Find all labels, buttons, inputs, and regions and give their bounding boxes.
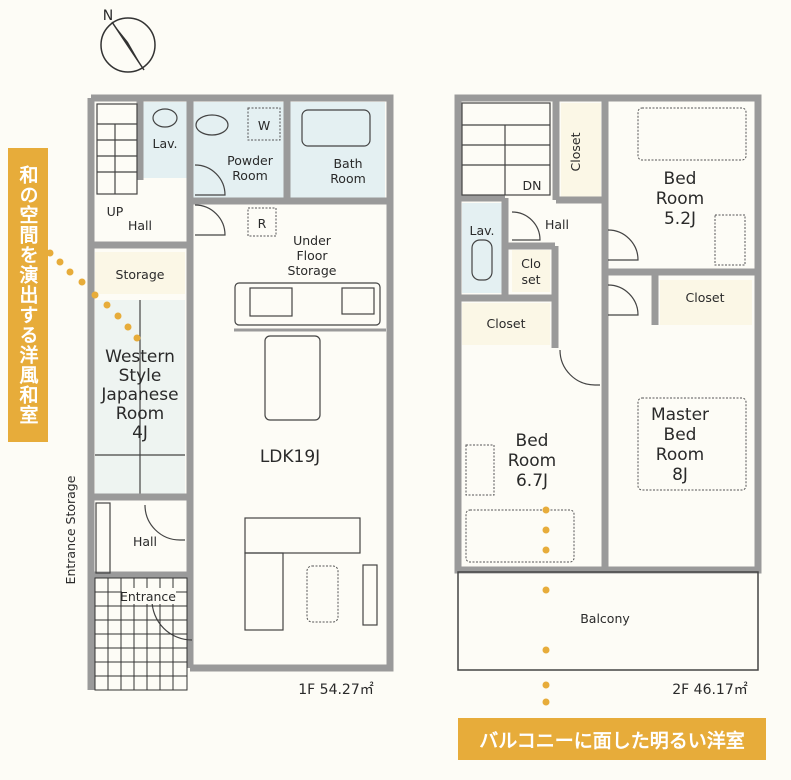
japanese-room-label-4: Room [116,404,164,424]
floor-2: Closet DN Hall Lav. Clo set Closet Close… [454,94,762,698]
bed-icon-1 [637,107,747,161]
door-bed1[interactable] [607,229,639,261]
bed-room-2-label: Bed [516,431,549,451]
stairs-icon-2f [461,102,551,196]
storage-label: Storage [116,267,165,282]
bed-room-2-label-2: Room [508,451,556,471]
bed-room-1-label-2: Room [656,189,704,209]
master-bed-room-label-3: Room [656,445,704,465]
door-master[interactable] [607,284,639,316]
under-floor-storage-label-2: Floor [296,248,328,263]
stairs-dn-label: DN [523,178,542,193]
japanese-room-label-3: Japanese [100,385,178,405]
bed-room-1-size: 5.2J [664,209,696,229]
callout-leader-dots [46,249,550,706]
bath-room-label-2: Room [330,171,366,186]
fridge-icon [247,207,277,237]
japanese-room-label: Western [105,347,175,367]
floor1-area-label: 1F 54.27㎡ [298,682,374,698]
toilet-icon-2f [471,239,493,281]
entrance-label: Entrance [120,589,176,604]
sink-icon [195,114,229,136]
desk-icon-2 [465,444,495,496]
hall-label-1f-top: Hall [128,218,152,233]
floor2-area-label: 2F 46.17㎡ [672,682,748,698]
master-bed-room-label: Master [651,405,709,425]
door-ldk[interactable] [194,204,226,236]
under-floor-storage-label-3: Storage [288,263,337,278]
balcony-area [457,571,759,671]
fridge-label: R [258,216,267,231]
closet-small-label-2: set [521,272,540,287]
stairs-icon [96,103,138,195]
stairs-up-label: UP [107,204,124,219]
bed-icon-2 [465,509,575,563]
lav-label-2f: Lav. [469,223,494,238]
north-compass-icon: N [100,8,156,73]
tv-stand [362,564,378,626]
bath-room-label: Bath [333,156,362,171]
japanese-room-callout: 和の空間を演出する洋風和室 [8,148,48,442]
bathtub-icon [301,109,371,147]
closet-left-label: Closet [487,316,526,331]
closet-small-label: Clo [521,256,541,271]
japanese-room-label-5: 4J [132,423,148,443]
door-hall[interactable] [144,504,185,541]
entrance-storage-shelf [95,502,111,574]
north-label: N [103,8,113,24]
dining-table [264,335,321,421]
bed-room-1-label: Bed [664,169,697,189]
master-bed-room-size: 8J [672,465,688,485]
japanese-room-label-2: Style [119,366,162,386]
powder-room-label: Powder [227,153,274,168]
washer-label: W [258,118,270,133]
sofa-icon [244,517,361,631]
under-floor-storage-label: Under [293,233,332,248]
toilet-icon [152,108,178,128]
bed-icon-master [637,397,747,491]
closet-top-label: Closet [568,132,583,171]
floor-1: W R Lav. Powde [63,94,394,698]
lav-label: Lav. [152,136,177,151]
kitchen-counter [234,282,381,326]
hall-label-1f-bottom: Hall [133,534,157,549]
bedroom-callout: バルコニーに面した明るい洋室 [458,718,766,760]
entrance-storage-label: Entrance Storage [63,475,78,584]
balcony-label: Balcony [580,611,630,626]
washer-icon [247,107,281,141]
hall-label-2f: Hall [545,217,569,232]
coffee-table [306,565,339,623]
ldk-label: LDK19J [260,447,320,467]
master-bed-room-label-2: Bed [664,425,697,445]
kitchen-sink-icon [249,287,293,317]
closet-right-label: Closet [686,290,725,305]
front-door[interactable] [151,599,193,641]
door-lav-2f[interactable] [511,211,541,241]
stove-icon [341,287,375,315]
powder-room-label-2: Room [232,168,268,183]
bed-room-2-size: 6.7J [516,471,548,491]
desk-icon-1 [714,214,746,266]
door-powder[interactable] [194,164,226,196]
door-bed2[interactable] [559,349,600,386]
